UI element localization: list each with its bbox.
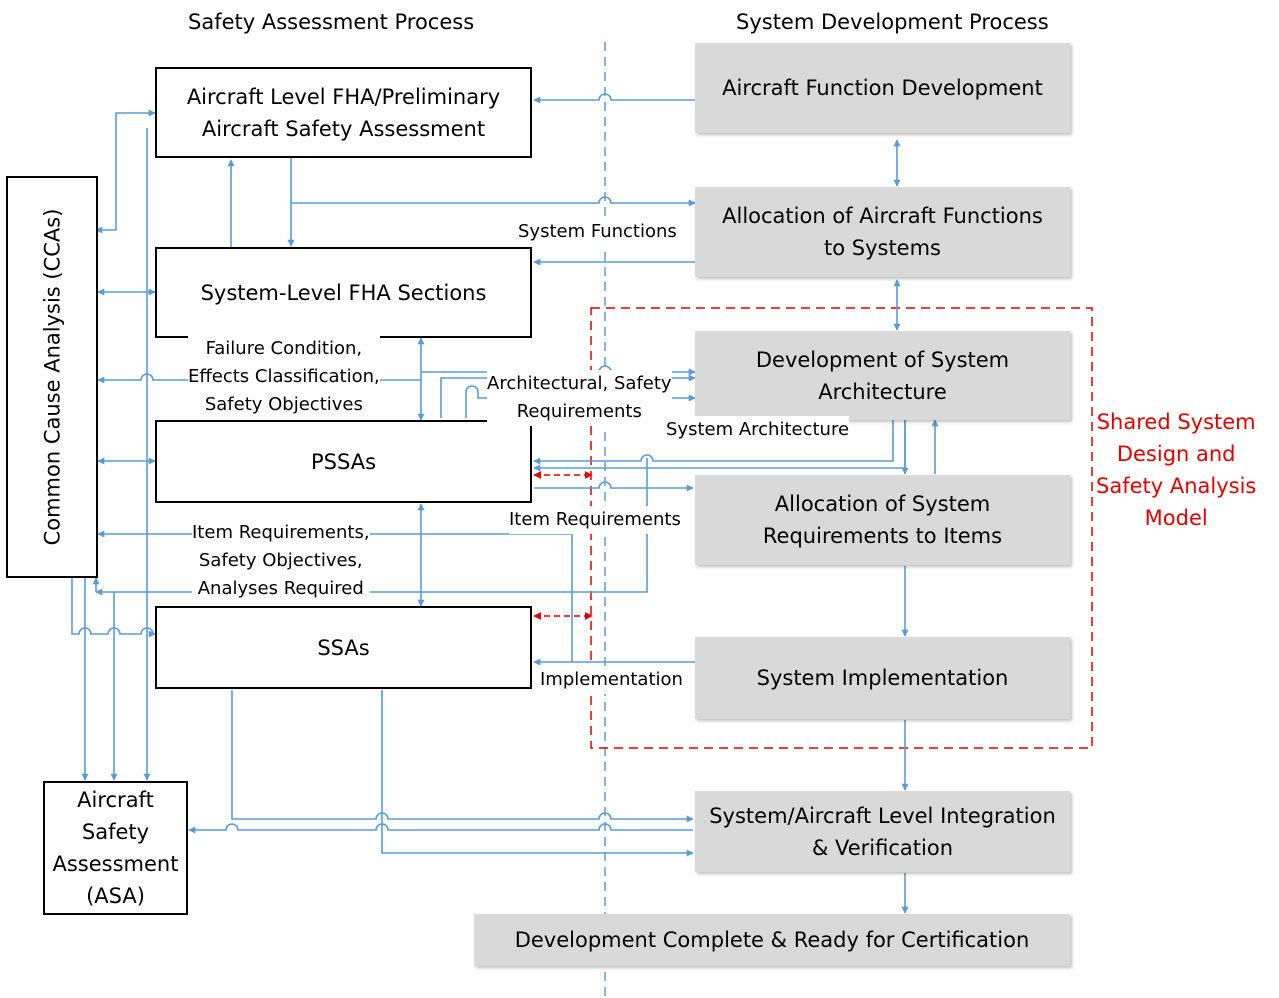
link-pssa-to-requirements bbox=[534, 481, 694, 492]
label-system-functions: System Functions bbox=[518, 218, 677, 246]
safety-process-title: Safety Assessment Process bbox=[188, 10, 475, 34]
link-cca-fha bbox=[95, 109, 156, 234]
link-function-to-fha bbox=[533, 93, 695, 104]
allocation-requirements-box: Allocation of System Requirements to Ite… bbox=[695, 475, 1070, 565]
system-fha-box: System-Level FHA Sections bbox=[155, 247, 532, 338]
label-implementation: Implementation bbox=[540, 666, 683, 694]
aircraft-fha-box: Aircraft Level FHA/Preliminary Aircraft … bbox=[155, 67, 532, 158]
implementation-label: System Implementation bbox=[756, 666, 1009, 690]
shared-model-line-1: Shared System bbox=[1096, 410, 1256, 434]
label-item-requirements-safety-line-1: Item Requirements, bbox=[192, 522, 370, 543]
link-ssa-to-integration-2 bbox=[381, 690, 694, 857]
allocation-requirements-line-2: Requirements to Items bbox=[762, 524, 1003, 548]
link-architecture-to-pssa-2 bbox=[533, 420, 906, 472]
label-architectural-safety-line-2: Requirements bbox=[516, 401, 642, 422]
allocation-requirements-line-1: Allocation of System bbox=[774, 492, 991, 516]
implementation-box: System Implementation bbox=[695, 637, 1070, 719]
integration-line-1: System/Aircraft Level Integration bbox=[709, 803, 1056, 828]
shared-model-region bbox=[590, 307, 1093, 749]
link-architecture-to-pssa bbox=[533, 420, 894, 465]
integration-box: System/Aircraft Level Integration & Veri… bbox=[695, 791, 1070, 872]
label-item-requirements-safety: Item Requirements, Safety Objectives, An… bbox=[192, 519, 370, 603]
development-process-title: System Development Process bbox=[736, 10, 1049, 34]
pssa-label: PSSAs bbox=[310, 449, 377, 474]
label-failure-condition-line-3: Safety Objectives bbox=[204, 394, 363, 415]
shared-model-line-4: Model bbox=[1144, 506, 1208, 530]
shared-model-caption: Shared System Design and Safety Analysis… bbox=[1096, 406, 1256, 534]
link-integration-to-asa bbox=[188, 823, 693, 834]
label-item-requirements: Item Requirements bbox=[509, 506, 681, 534]
link-fha-to-allocation bbox=[291, 196, 696, 207]
link-ssa-to-integration bbox=[231, 690, 694, 823]
shared-model-line-2: Design and bbox=[1116, 442, 1236, 466]
allocation-functions-box: Allocation of Aircraft Functions to Syst… bbox=[695, 187, 1070, 277]
certification-box: Development Complete & Ready for Certifi… bbox=[474, 914, 1070, 966]
label-item-requirements-safety-line-3: Analyses Required bbox=[197, 578, 364, 599]
label-failure-condition: Failure Condition, Effects Classificatio… bbox=[188, 335, 380, 419]
label-failure-condition-line-2: Effects Classification, bbox=[188, 366, 380, 387]
label-item-requirements-safety-line-2: Safety Objectives, bbox=[198, 550, 363, 571]
label-system-architecture: System Architecture bbox=[666, 416, 850, 444]
function-development-box: Aircraft Function Development bbox=[695, 43, 1070, 133]
ssa-label: SSAs bbox=[317, 635, 370, 660]
architecture-line-2: Architecture bbox=[818, 379, 947, 404]
shared-model-line-3: Safety Analysis bbox=[1096, 474, 1257, 498]
integration-line-2: & Verification bbox=[811, 835, 954, 860]
aircraft-fha-line-1: Aircraft Level FHA/Preliminary bbox=[186, 84, 501, 109]
cca-label: Common Cause Analysis (CCAs) bbox=[40, 208, 65, 546]
pssa-box: PSSAs bbox=[155, 420, 532, 503]
aircraft-fha-line-2: Aircraft Safety Assessment bbox=[201, 116, 486, 141]
ssa-box: SSAs bbox=[155, 606, 532, 689]
link-pssa-to-architecture-2 bbox=[465, 385, 696, 418]
system-fha-label: System-Level FHA Sections bbox=[200, 280, 487, 305]
asa-line-1: Aircraft bbox=[77, 788, 154, 812]
allocation-functions-line-2: to Systems bbox=[823, 236, 941, 260]
certification-label: Development Complete & Ready for Certifi… bbox=[514, 928, 1030, 952]
function-development-label: Aircraft Function Development bbox=[722, 76, 1043, 100]
asa-line-2: Safety bbox=[81, 820, 150, 844]
allocation-functions-line-1: Allocation of Aircraft Functions bbox=[722, 204, 1043, 228]
asa-box: Aircraft Safety Assessment (ASA) bbox=[43, 781, 188, 915]
architecture-line-1: Development of System bbox=[755, 347, 1010, 372]
cca-box: Common Cause Analysis (CCAs) bbox=[6, 176, 98, 578]
label-architectural-safety-line-1: Architectural, Safety bbox=[487, 373, 672, 394]
architecture-box: Development of System Architecture bbox=[695, 331, 1070, 420]
label-failure-condition-line-1: Failure Condition, bbox=[205, 338, 363, 359]
asa-line-4: (ASA) bbox=[86, 884, 145, 908]
asa-line-3: Assessment bbox=[52, 852, 179, 876]
label-architectural-safety: Architectural, Safety Requirements bbox=[487, 370, 672, 426]
